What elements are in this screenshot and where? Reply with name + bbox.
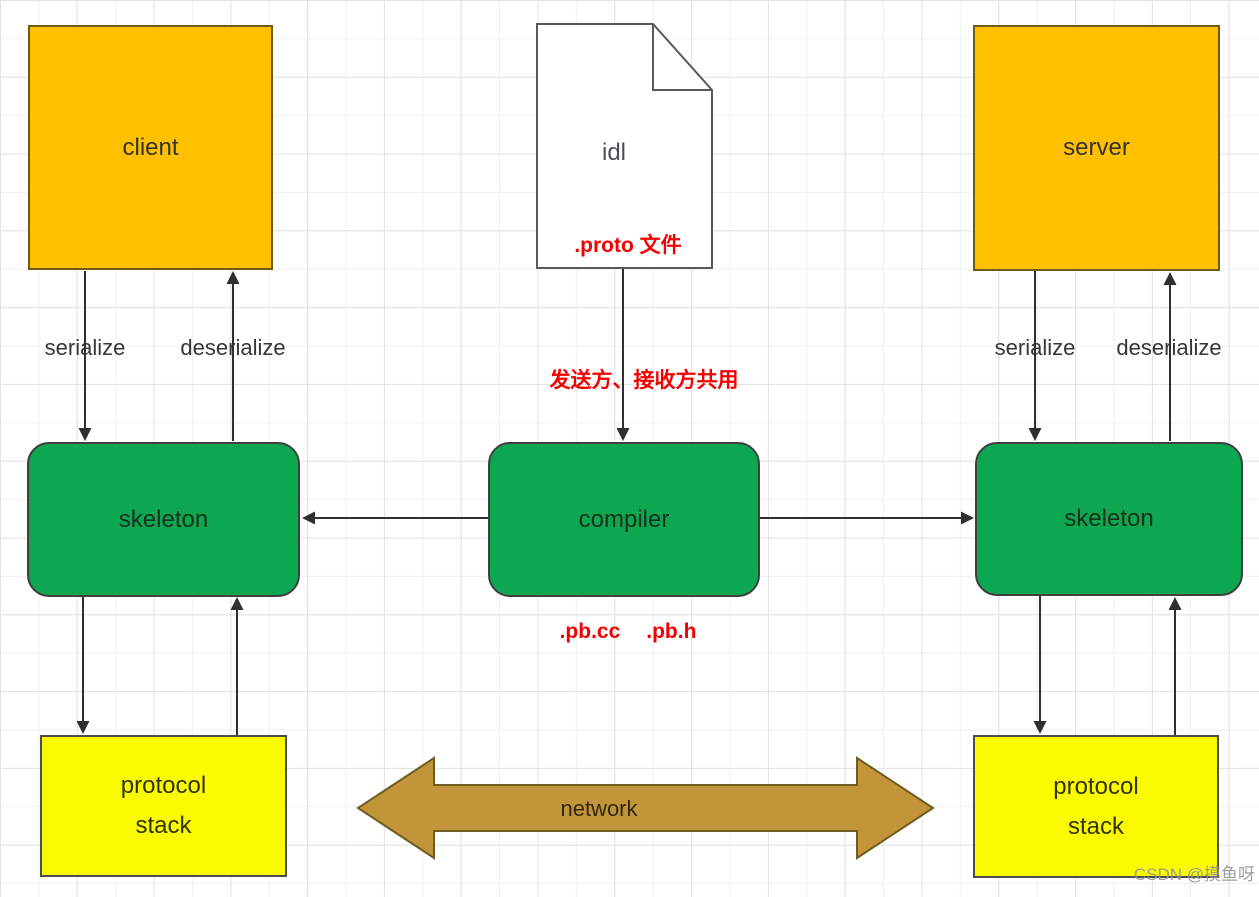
annotation-shared-note: 发送方、接收方共用 xyxy=(549,369,739,392)
protocol-right-line1: protocol xyxy=(1053,772,1139,800)
arrowhead-down-idl-compiler xyxy=(616,428,630,441)
node-compiler-label: compiler xyxy=(578,505,670,533)
arrowhead-right-compiler-skeleton xyxy=(961,511,974,525)
node-skeleton-right: skeleton xyxy=(975,442,1243,596)
arrowhead-up-protocol-skeleton-right xyxy=(1168,597,1182,610)
annotation-pb-outputs: .pb.cc .pb.h xyxy=(560,620,697,644)
protocol-left-line2: stack xyxy=(135,812,192,839)
node-compiler: compiler xyxy=(488,442,760,597)
label-serialize-left: serialize xyxy=(44,335,126,360)
protocol-left-line1: protocol xyxy=(120,772,207,799)
node-protocol-stack-left: protocol stack xyxy=(40,735,287,877)
node-client-label: client xyxy=(122,133,179,161)
label-serialize-right: serialize xyxy=(994,335,1076,360)
node-server-label: server xyxy=(1063,134,1130,161)
node-skeleton-left: skeleton xyxy=(27,442,300,597)
arrowhead-up-protocol-skeleton-left xyxy=(230,597,244,610)
node-server: server xyxy=(973,25,1220,271)
arrowhead-down-server-skeleton xyxy=(1028,428,1042,441)
label-deserialize-left: deserialize xyxy=(180,335,286,360)
node-protocol-stack-left-label: protocol stack xyxy=(121,766,206,846)
arrowhead-up-skeleton-server xyxy=(1163,272,1177,285)
label-deserialize-right: deserialize xyxy=(1116,335,1222,360)
annotation-pb-cc: .pb.cc xyxy=(559,620,621,643)
protocol-right-line2: stack xyxy=(1067,812,1124,840)
node-client: client xyxy=(28,25,273,270)
network-arrow-shape xyxy=(356,756,935,860)
arrowhead-left-compiler-skeleton xyxy=(302,511,315,525)
arrowhead-down-skeleton-protocol-right xyxy=(1033,721,1047,734)
idl-document-shape xyxy=(536,23,713,269)
arrowhead-down-client-skeleton xyxy=(78,428,92,441)
arrowhead-up-skeleton-client xyxy=(226,271,240,284)
node-protocol-stack-right: protocol stack xyxy=(973,735,1219,878)
annotation-pb-h: .pb.h xyxy=(646,620,697,643)
arrowhead-down-skeleton-protocol-left xyxy=(76,721,90,734)
node-protocol-stack-right-label: protocol stack xyxy=(1053,767,1138,847)
node-skeleton-left-label: skeleton xyxy=(118,505,209,533)
node-idl-label: idl xyxy=(601,139,627,166)
idl-proto-note: .proto 文件 xyxy=(574,234,682,257)
csdn-watermark: CSDN @摸鱼呀 xyxy=(1133,865,1255,884)
network-label: network xyxy=(560,796,638,821)
node-skeleton-right-label: skeleton xyxy=(1064,505,1154,532)
